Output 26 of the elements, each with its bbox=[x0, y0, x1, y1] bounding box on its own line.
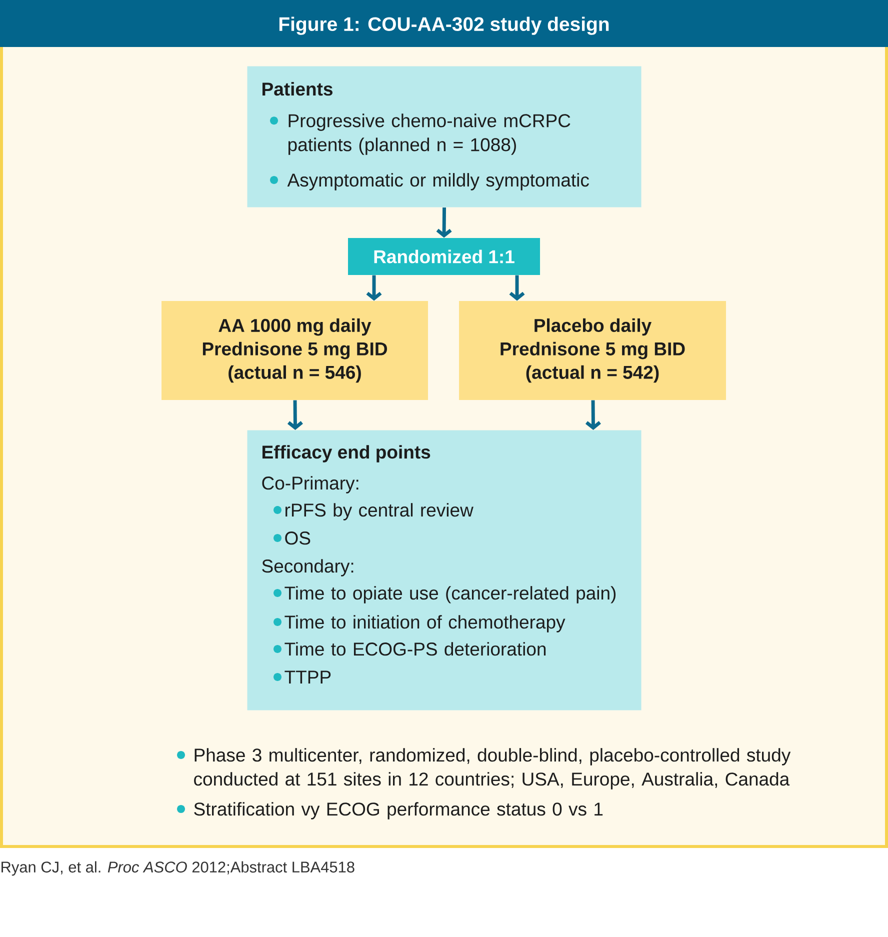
info-box bbox=[247, 66, 642, 208]
bullet-text: TTPP bbox=[284, 670, 331, 684]
bullet-text: Phase 3 multicenter, randomized, double-blind, placebo-controlled study conducted at 151 sites in 12 countries; USA, Europe, Australia, Canada bbox=[194, 748, 791, 790]
bullet-text: Time to opiate use (cancer-related pain) bbox=[284, 586, 616, 604]
arrow bbox=[509, 275, 525, 301]
process-box: AA 1000 mg daily Prednisone 5 mg BID (actual n = 546) bbox=[162, 301, 428, 400]
arrow bbox=[287, 400, 303, 430]
box-heading: Patients bbox=[262, 82, 332, 96]
arrow bbox=[366, 275, 382, 301]
box-heading: Efficacy end points bbox=[262, 445, 430, 462]
info-box bbox=[247, 430, 642, 710]
bullet-text: Time to initiation of chemotherapy bbox=[284, 615, 566, 632]
citation-text: Ryan CJ, et al. Proc ASCO 2012;Abstract LBA4518 bbox=[2, 861, 354, 876]
subheading: Secondary: bbox=[262, 559, 354, 576]
arrow bbox=[585, 400, 601, 430]
bullet-text: Time to ECOG-PS deterioration bbox=[284, 642, 546, 656]
bullet-text: Progressive chemo-naive mCRPC patients (planned n = 1088) bbox=[288, 114, 570, 155]
title-banner: Figure 1: COU-AA-302 study design bbox=[0, 0, 888, 47]
bullet-text: Stratification vy ECOG performance status 0 vs 1 bbox=[194, 802, 603, 820]
subheading: Co-Primary: bbox=[262, 476, 358, 494]
bullet-text: Asymptomatic or mildly symptomatic bbox=[287, 173, 589, 190]
arrow bbox=[436, 208, 452, 238]
bullet-text: rPFS by central review bbox=[286, 503, 474, 520]
bullet-text: OS bbox=[285, 532, 310, 545]
process-box: Placebo daily Prednisone 5 mg BID (actual n = 542) bbox=[459, 301, 726, 400]
process-box: Randomized 1:1 bbox=[348, 238, 540, 275]
